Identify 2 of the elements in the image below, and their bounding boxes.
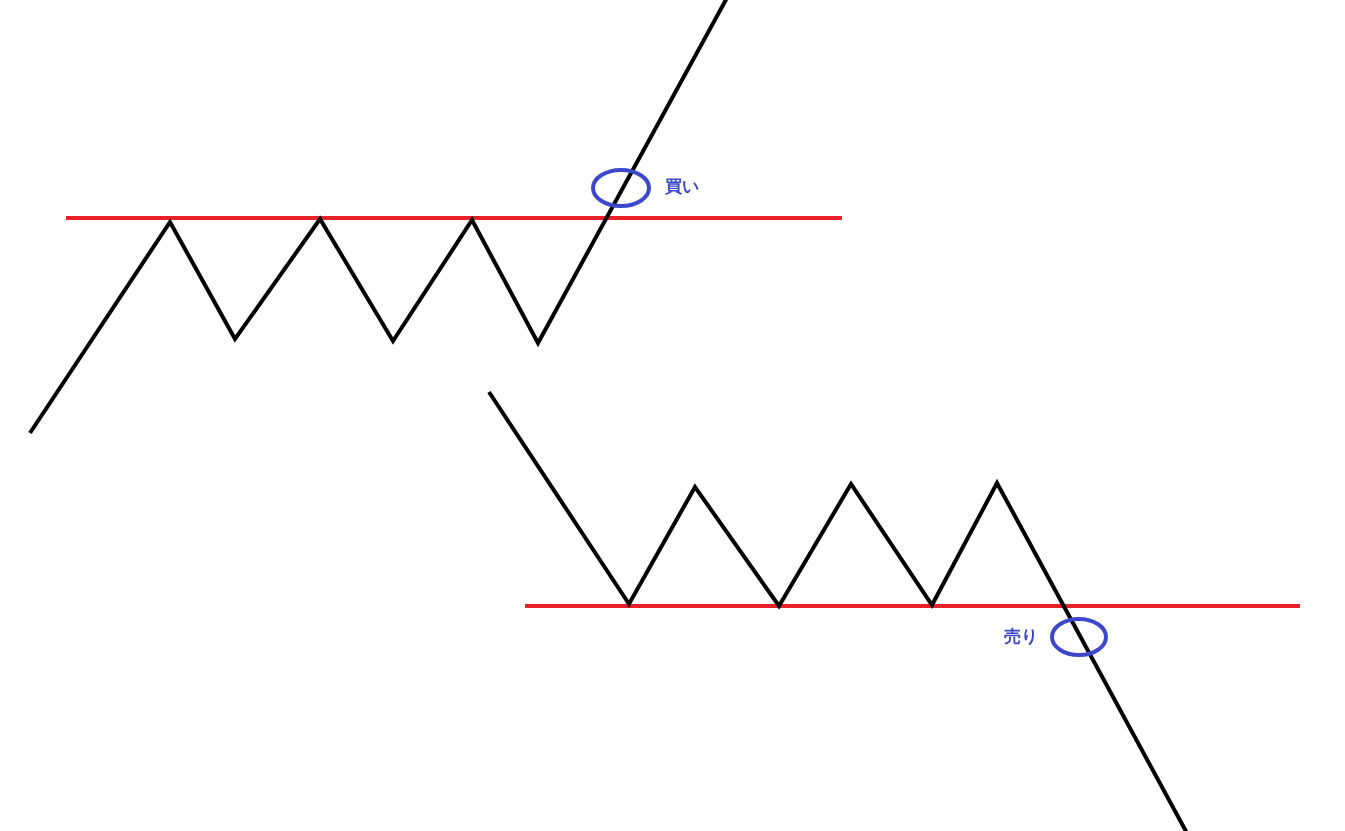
signal-label: 買い	[665, 176, 699, 196]
signal-label: 売り	[1004, 626, 1038, 646]
